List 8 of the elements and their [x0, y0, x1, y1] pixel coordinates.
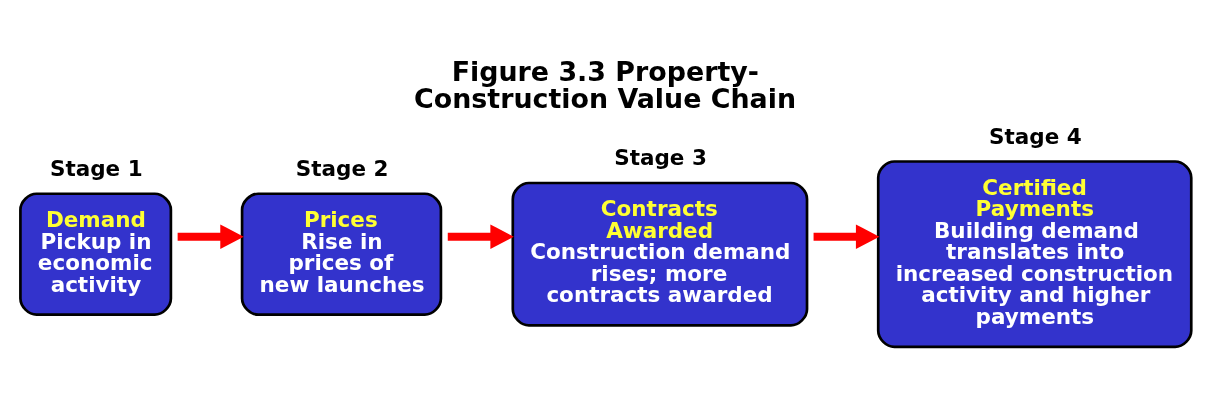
node-label: Stage 1: [49, 155, 143, 181]
node-label: Stage 3: [614, 144, 707, 170]
arrow: [177, 223, 244, 249]
node-label: Stage 2: [295, 155, 389, 181]
node-label: Stage 4: [989, 123, 1082, 149]
arrow: [447, 223, 514, 249]
arrow: [813, 223, 880, 249]
diagram-title: Figure 3.3 Property-Construction Value Chain: [414, 55, 797, 114]
